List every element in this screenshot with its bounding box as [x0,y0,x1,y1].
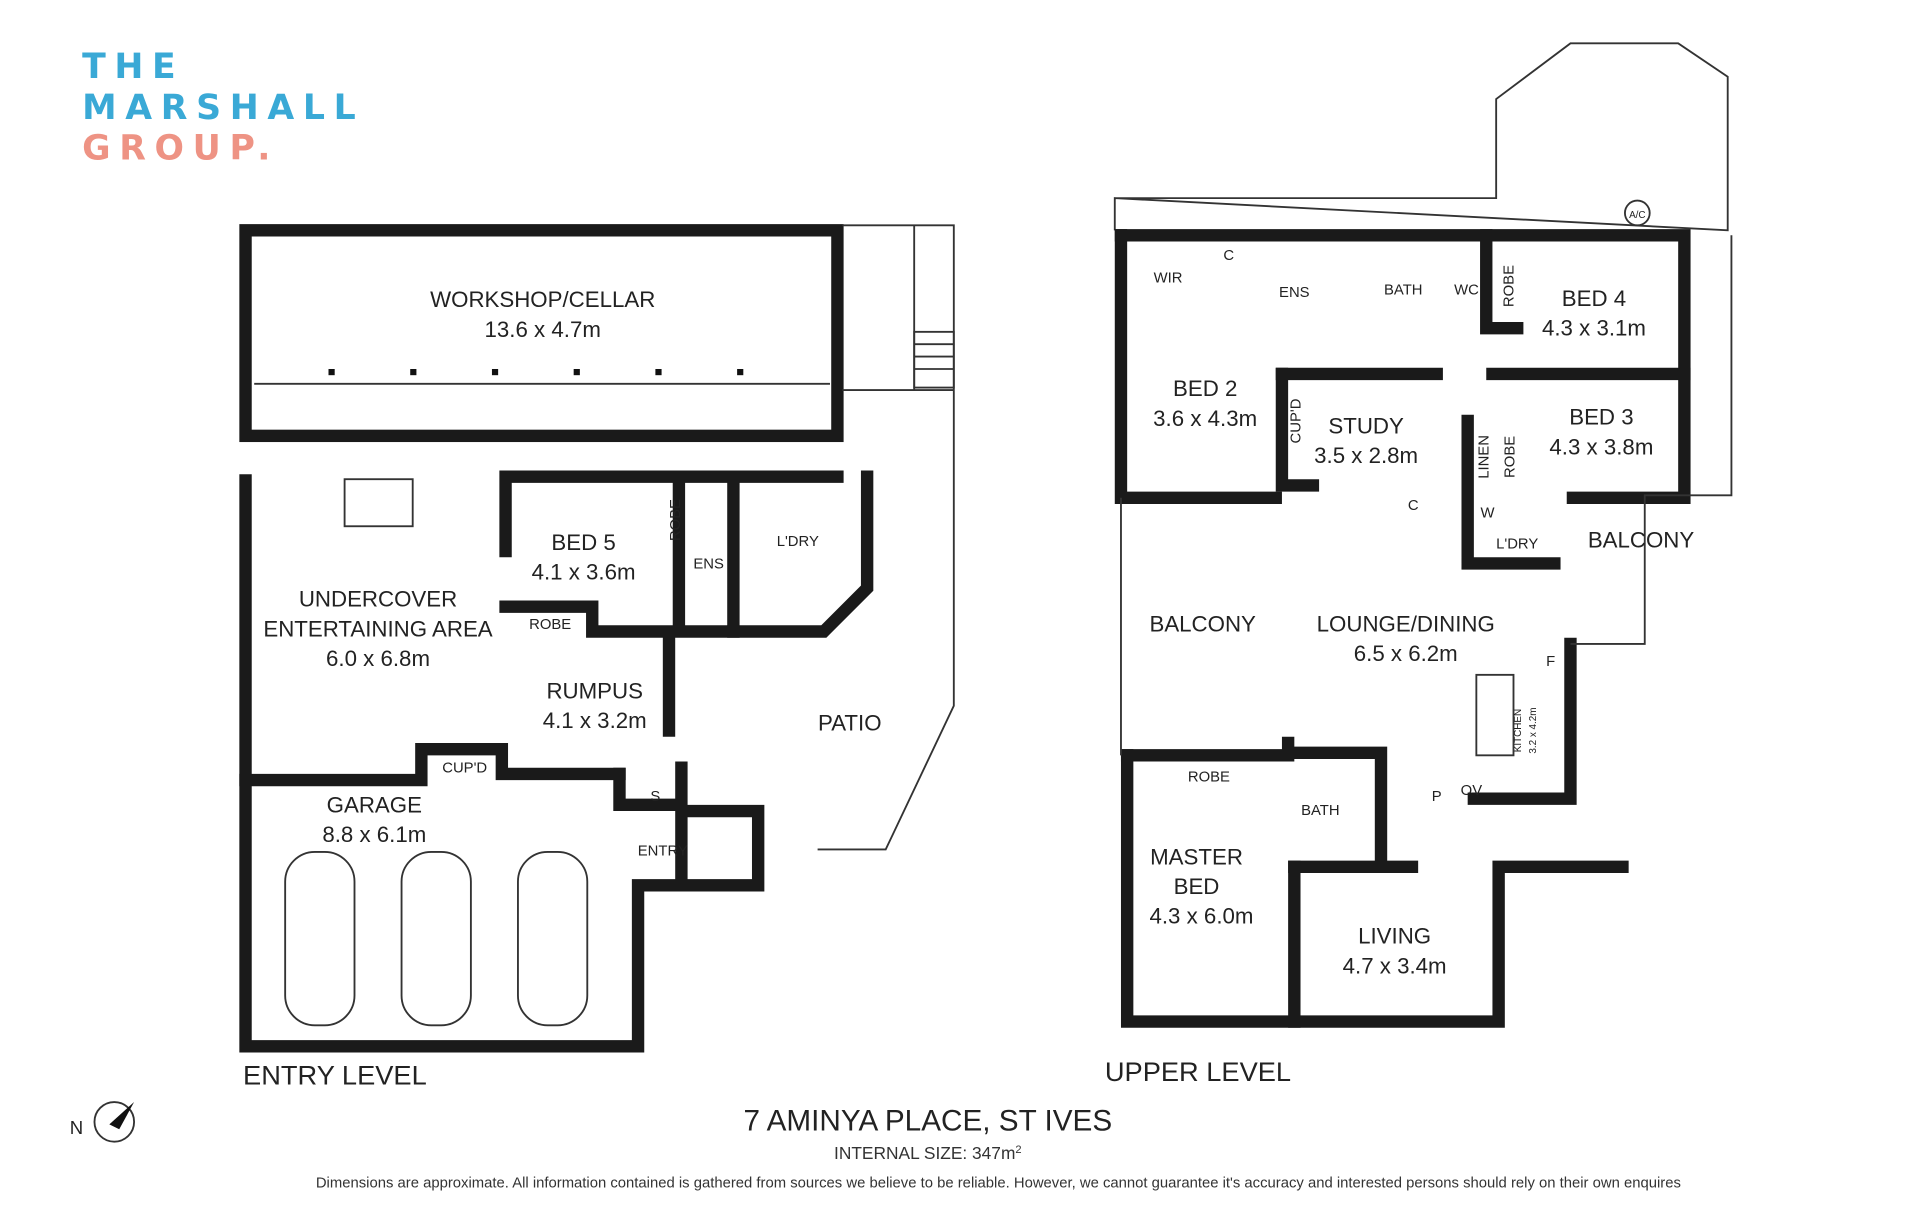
label-laundry: L'DRY [1496,537,1538,553]
label-robe: ROBE [1501,265,1517,307]
room-name: BED 5 [551,530,615,555]
label-linen: LINEN [1477,435,1493,479]
room-dims: 4.3 x 3.1m [1542,316,1646,341]
label-oven: OV [1461,783,1483,799]
room-name: GARAGE [327,792,422,817]
label-cupboard: CUP'D [1289,398,1305,443]
label-c: C [1223,248,1234,264]
room-dims: 6.0 x 6.8m [326,646,430,671]
label-c: C [1408,498,1419,514]
label-wc: WC [1454,283,1479,299]
stairs-icon [913,330,955,389]
label-robe: ROBE [529,617,571,633]
room-name: LIVING [1358,924,1431,949]
car-icons [284,850,589,1027]
room-name: BED [1174,874,1220,899]
room-dims: 4.1 x 3.2m [543,708,647,733]
label-kitchen: KITCHEN [1513,709,1524,752]
label-s: S [650,789,660,805]
label-ac: A/C [1629,210,1645,221]
compass: N [70,1101,136,1143]
compass-icon [93,1101,136,1143]
upper-level-title: UPPER LEVEL [1105,1056,1291,1087]
label-robe: ROBE [1188,769,1230,785]
upper-level-plan: A/C BED 4 4.3 x 3.1m BED 2 3.6 x 4.3m ST… [1105,42,1733,1087]
logo-line-1: THE [82,47,184,87]
label-robe: ROBE [668,499,684,541]
logo-line-3: GROUP. [82,129,279,169]
label-wir: WIR [1154,270,1183,286]
room-name: WORKSHOP/CELLAR [430,287,655,312]
workshop-walls [239,224,844,443]
room-name: BED 4 [1562,286,1626,311]
room-dims: 3.6 x 4.3m [1153,406,1257,431]
label-entry: ENTRY [638,844,688,860]
room-dims: 8.8 x 6.1m [322,822,426,847]
label-laundry: L'DRY [777,534,819,550]
room-name: LOUNGE/DINING [1317,612,1495,637]
room-name: BALCONY [1588,527,1695,552]
label-w: W [1480,506,1494,522]
room-name: BALCONY [1149,612,1256,637]
label-cupboard: CUP'D [442,761,487,777]
label-kitchen-dims: 3.2 x 4.2m [1528,707,1539,753]
logo-line-2: MARSHALL [82,88,364,128]
room-name: PATIO [818,711,882,736]
entry-level-title: ENTRY LEVEL [243,1060,427,1091]
ac-unit-icon [1624,199,1651,227]
label-ens: ENS [693,556,724,572]
disclaimer: Dimensions are approximate. All informat… [316,1175,1681,1191]
logo: THE MARSHALL GROUP. [82,47,364,169]
compass-north-label: N [70,1117,83,1138]
room-dims: 6.5 x 6.2m [1354,641,1458,666]
internal-size-sup: 2 [1015,1144,1021,1156]
room-dims: 4.1 x 3.6m [532,559,636,584]
room-name: MASTER [1150,844,1243,869]
label-bath: BATH [1384,283,1423,299]
room-dims: 3.5 x 2.8m [1314,443,1418,468]
room-name: BED 3 [1569,405,1633,430]
internal-size: INTERNAL SIZE: 347m2 [834,1143,1022,1163]
label-pantry: P [1432,789,1442,805]
room-dims: 4.7 x 3.4m [1343,953,1447,978]
label-fridge: F [1546,654,1555,670]
label-ens: ENS [1279,285,1310,301]
entry-level-plan: WORKSHOP/CELLAR 13.6 x 4.7m BED 5 4.1 x … [239,224,955,1091]
room-dims: 4.3 x 3.8m [1549,434,1653,459]
room-name: STUDY [1328,413,1404,438]
label-bath: BATH [1301,803,1340,819]
room-dims: 13.6 x 4.7m [485,317,601,342]
label-robe: ROBE [1503,436,1519,478]
room-name: BED 2 [1173,376,1237,401]
room-dims: 4.3 x 6.0m [1149,904,1253,929]
room-name: RUMPUS [546,678,643,703]
room-name: UNDERCOVER [299,587,457,612]
property-address: 7 AMINYA PLACE, ST IVES [743,1105,1112,1138]
internal-size-label: INTERNAL SIZE: 347m [834,1143,1015,1163]
room-name: ENTERTAINING AREA [263,616,492,641]
